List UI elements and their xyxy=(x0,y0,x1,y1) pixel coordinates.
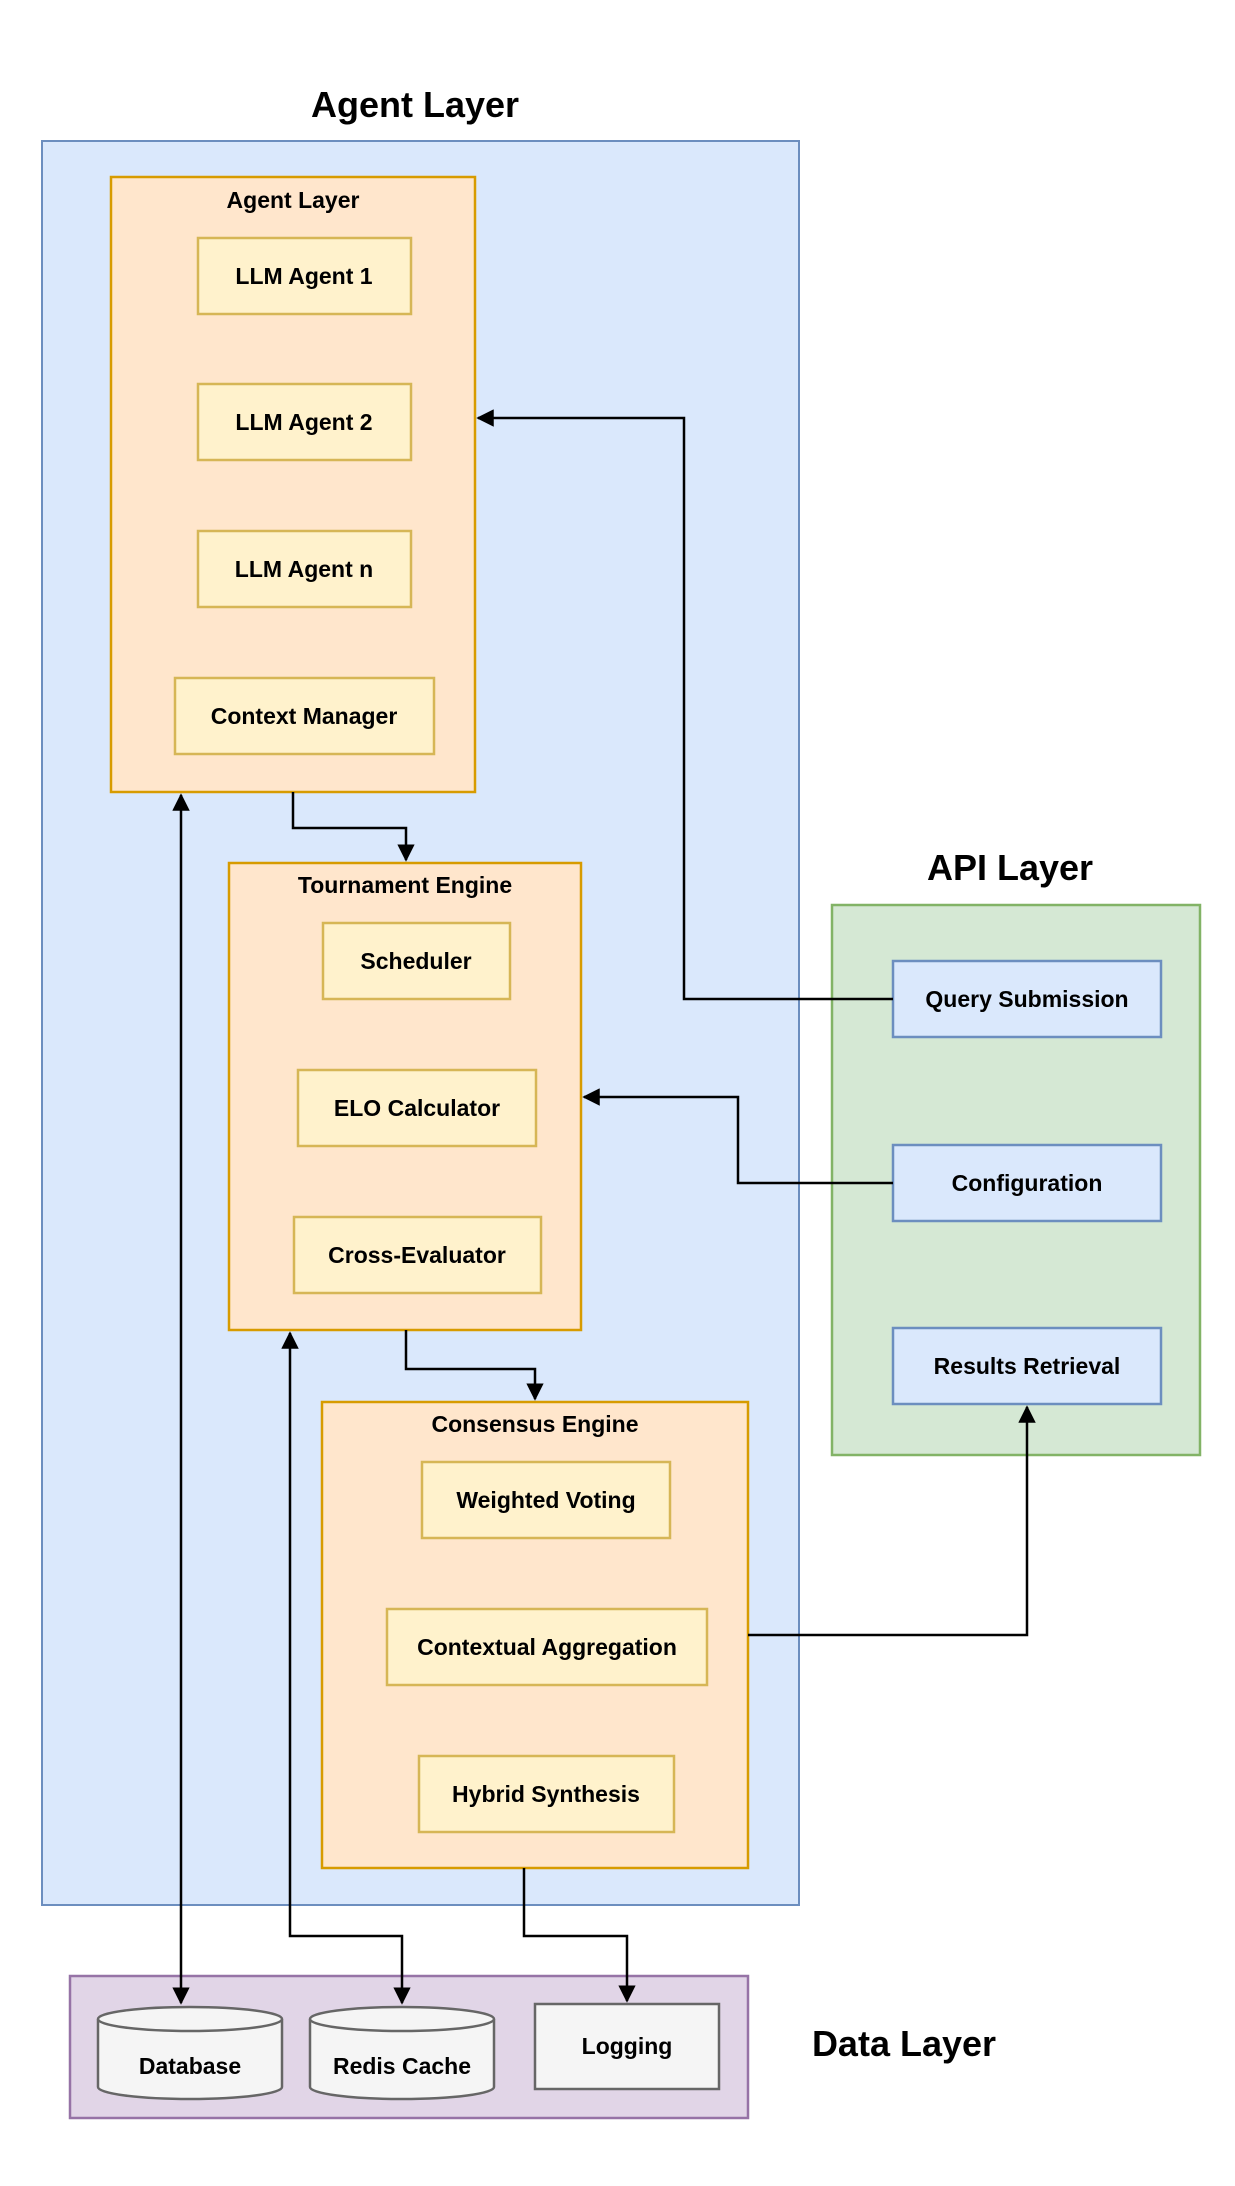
connector-configuration-to-tournament xyxy=(582,1088,893,1185)
svg-text:Context Manager: Context Manager xyxy=(211,703,398,729)
agent-item-llm-agent-1[interactable]: LLM Agent 1 xyxy=(196,236,413,316)
data-layer-heading: Data Layer xyxy=(812,2023,996,2064)
agent-module-title: Agent Layer xyxy=(227,187,360,213)
svg-text:Scheduler: Scheduler xyxy=(360,948,471,974)
svg-text:Logging: Logging xyxy=(582,2033,673,2059)
connector-tournament-redis xyxy=(281,1331,411,2005)
redis-cache-cylinder[interactable]: Redis Cache xyxy=(308,2005,496,2101)
agent-item-llm-agent-n[interactable]: LLM Agent n xyxy=(196,529,413,609)
consensus-engine-title: Consensus Engine xyxy=(431,1411,638,1437)
tournament-item-cross-evaluator[interactable]: Cross-Evaluator xyxy=(292,1215,543,1295)
svg-text:Hybrid Synthesis: Hybrid Synthesis xyxy=(452,1781,640,1807)
consensus-item-hybrid-synthesis[interactable]: Hybrid Synthesis xyxy=(417,1754,676,1834)
svg-text:LLM Agent 1: LLM Agent 1 xyxy=(235,263,372,289)
consensus-item-contextual-aggregation[interactable]: Contextual Aggregation xyxy=(385,1607,709,1687)
svg-text:Database: Database xyxy=(139,2053,241,2079)
connector-query-to-agent xyxy=(476,409,893,1001)
svg-text:ELO Calculator: ELO Calculator xyxy=(334,1095,500,1121)
logging-box[interactable]: Logging xyxy=(533,2002,721,2091)
tournament-item-elo-calculator[interactable]: ELO Calculator xyxy=(296,1068,538,1148)
api-item-query-submission[interactable]: Query Submission xyxy=(891,959,1163,1039)
database-cylinder[interactable]: Database xyxy=(96,2005,284,2101)
tournament-engine-title: Tournament Engine xyxy=(298,872,512,898)
agent-layer-heading: Agent Layer xyxy=(311,84,519,125)
svg-text:Results Retrieval: Results Retrieval xyxy=(934,1353,1121,1379)
svg-text:Weighted Voting: Weighted Voting xyxy=(456,1487,635,1513)
svg-text:Cross-Evaluator: Cross-Evaluator xyxy=(328,1242,506,1268)
agent-item-llm-agent-2[interactable]: LLM Agent 2 xyxy=(196,382,413,462)
svg-text:Configuration: Configuration xyxy=(952,1170,1103,1196)
svg-text:LLM Agent 2: LLM Agent 2 xyxy=(235,409,372,435)
connector-agent-to-tournament xyxy=(291,792,415,862)
tournament-item-scheduler[interactable]: Scheduler xyxy=(321,921,512,1001)
api-layer-heading: API Layer xyxy=(927,847,1093,888)
agent-item-context-manager[interactable]: Context Manager xyxy=(173,676,436,756)
svg-text:LLM Agent n: LLM Agent n xyxy=(235,556,373,582)
api-item-configuration[interactable]: Configuration xyxy=(891,1143,1163,1223)
connector-consensus-to-results xyxy=(748,1405,1036,1637)
connector-consensus-to-logging xyxy=(522,1868,636,2003)
svg-text:Redis Cache: Redis Cache xyxy=(333,2053,471,2079)
svg-text:Query Submission: Query Submission xyxy=(925,986,1128,1012)
consensus-item-weighted-voting[interactable]: Weighted Voting xyxy=(420,1460,672,1540)
svg-text:Contextual Aggregation: Contextual Aggregation xyxy=(417,1634,677,1660)
api-item-results-retrieval[interactable]: Results Retrieval xyxy=(891,1326,1163,1406)
